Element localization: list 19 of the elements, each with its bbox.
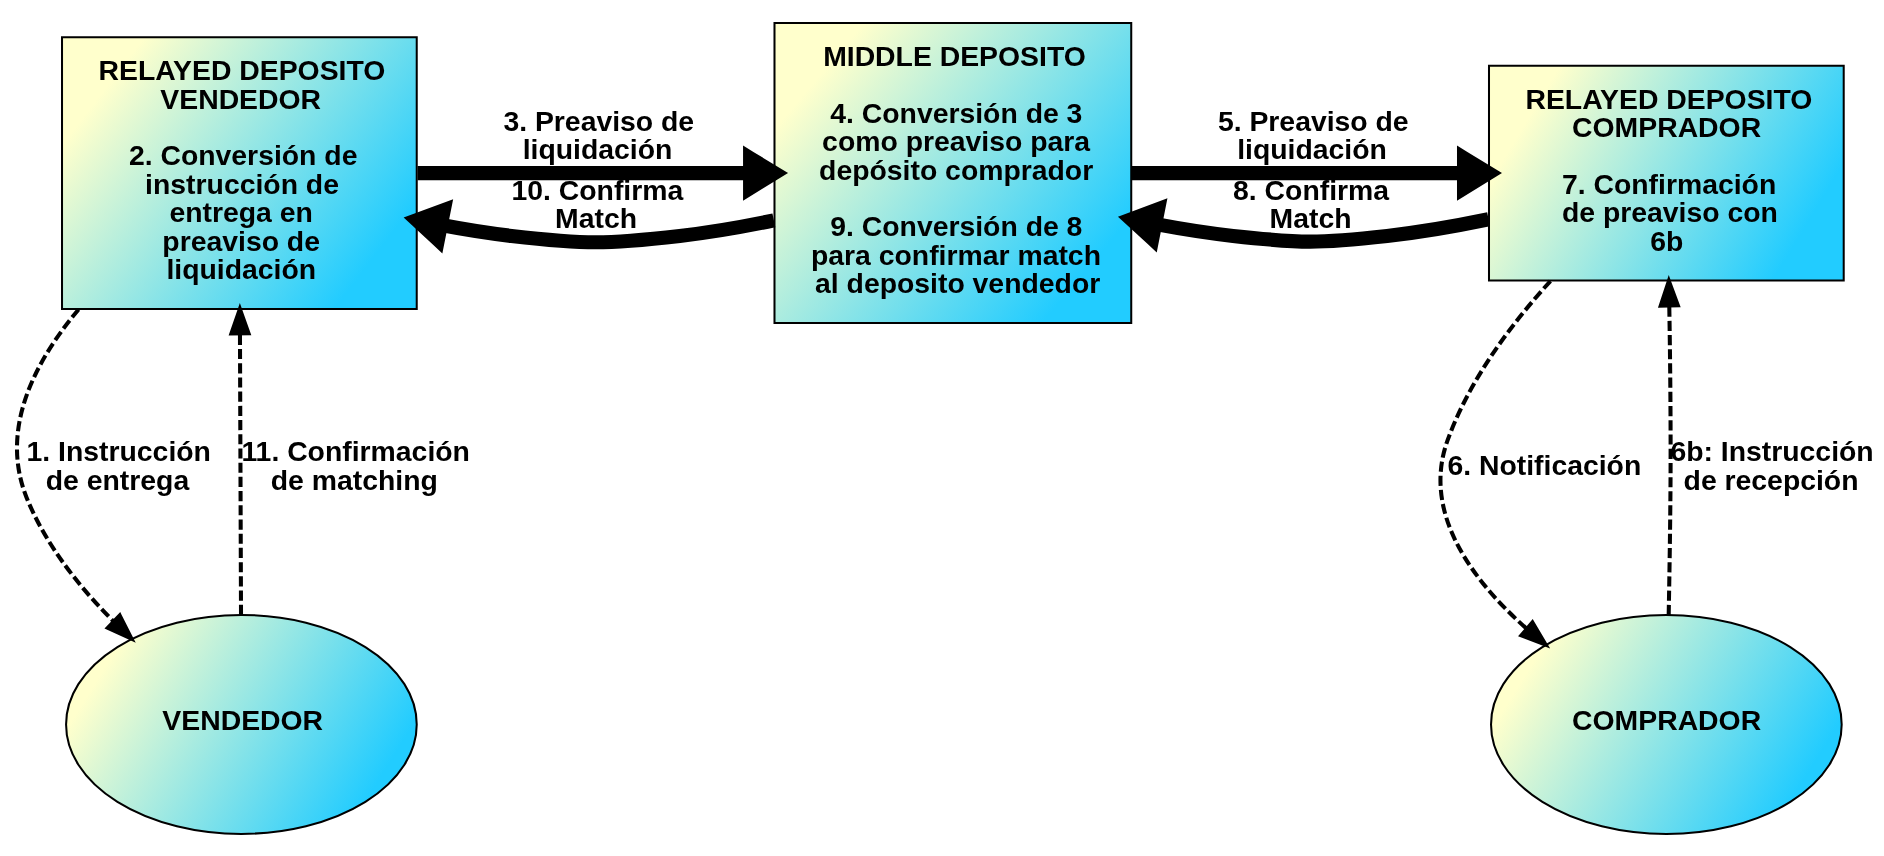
arrow [403, 198, 776, 253]
edge-label: 6. Notificación [1447, 448, 1642, 481]
arrow [417, 145, 789, 201]
arrow [1438, 279, 1552, 649]
edge-label: 10. Confirma Match [511, 173, 684, 234]
arrow [1132, 145, 1502, 201]
arrow [228, 302, 252, 615]
arrow [1657, 274, 1681, 615]
edge-label: 1. Instrucción de entrega [26, 434, 211, 496]
edge-label: 11. Confirmación de matching [241, 434, 470, 496]
node-box: RELAYED DEPOSITO COMPRADOR 7. Confirmación de preaviso con 6b [1488, 64, 1845, 282]
arrow [15, 307, 136, 643]
edge-label: 3. Preaviso de liquidación [503, 104, 695, 165]
edge-label: 8. Confirma Match [1233, 173, 1390, 234]
edge-label: 6b: Instrucción de recepción [1670, 434, 1874, 496]
node-box: MIDDLE DEPOSITO 4. Conversión de 3 como preaviso para depósito comprador 9. Conversión de 8 para confirmar match al deposito vendedor [773, 21, 1133, 324]
node-ellipse: COMPRADOR [1490, 613, 1843, 835]
node-box: RELAYED DEPOSITO VENDEDOR 2. Conversión de instrucción de entrega en preaviso de liquidación [61, 35, 418, 310]
edge-label: 5. Preaviso de liquidación [1217, 104, 1409, 165]
